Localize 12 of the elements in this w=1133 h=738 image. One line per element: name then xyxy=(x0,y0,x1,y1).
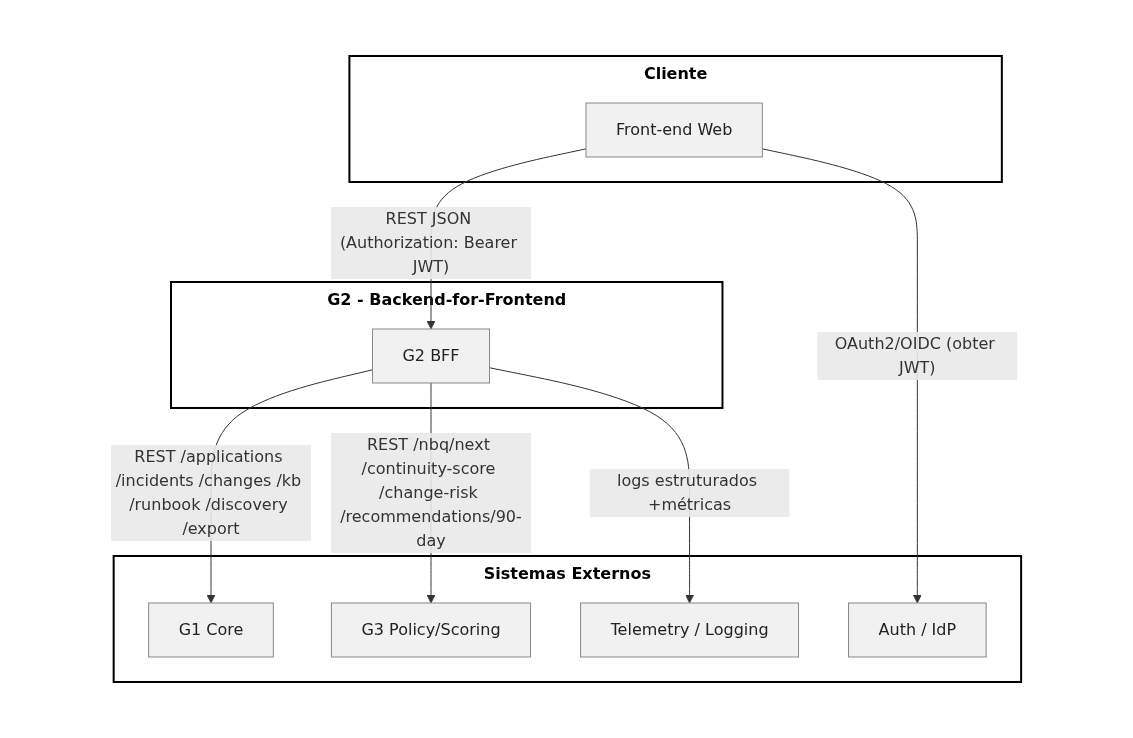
node-box: G1 Core xyxy=(148,602,275,658)
node-box: G2 BFF xyxy=(372,328,491,384)
arrow xyxy=(762,148,923,604)
edge-label: OAuth2/OIDC (obter JWT) xyxy=(835,333,996,377)
node-box: Telemetry / Logging xyxy=(580,602,800,658)
node-box: Front-end Web xyxy=(585,102,764,158)
edge-label: logs estruturados +métricas xyxy=(617,470,758,514)
edge-label: REST JSON (Authorization: Bearer JWT) xyxy=(340,209,518,276)
node-box: G3 Policy/Scoring xyxy=(331,602,532,658)
node-box: Auth / IdP xyxy=(848,602,988,658)
edge-label: REST /applications /incidents /changes /kb /runbook /discovery /export xyxy=(116,446,302,538)
edge-label: REST /nbq/next /continuity-score /change-risk /recommendations/90-day xyxy=(340,434,523,550)
